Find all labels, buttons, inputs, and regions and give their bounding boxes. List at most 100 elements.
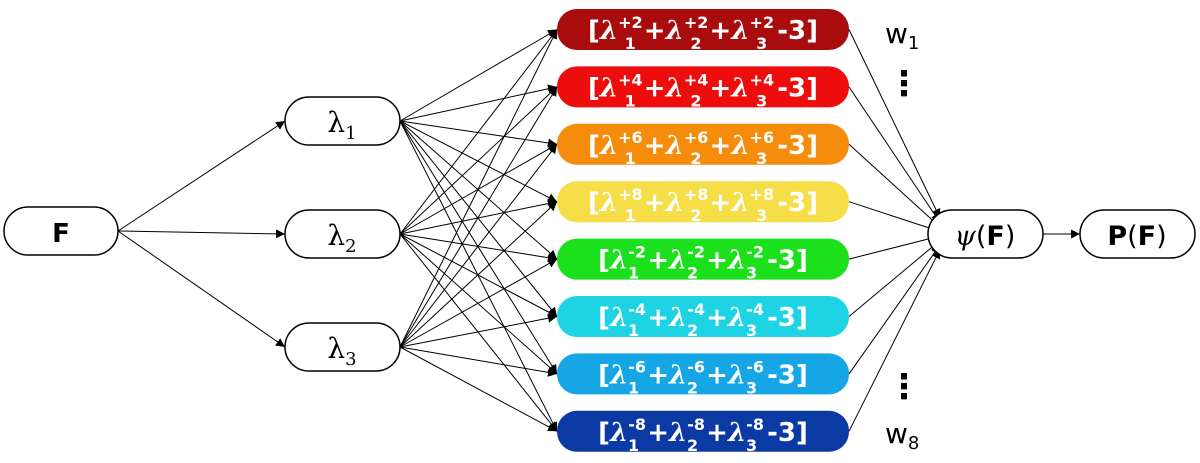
edge-lambda-2-to-term-7 [399,233,558,375]
term-plus: + [647,360,669,390]
edge-lambda-1-to-term-6 [399,120,558,317]
svg-text:λ3: λ3 [327,332,356,370]
term-plus: + [706,418,728,448]
term-open-bracket: [ [588,131,600,161]
term-subscript: 3 [746,321,757,340]
edge-lambda-3-to-term-5 [399,258,558,348]
term-exponent: -8 [628,415,646,434]
edge-lambda-2-to-term-2 [399,86,558,235]
term-subscript: 2 [687,378,698,397]
term-subscript: 3 [746,378,757,397]
weight-dots-top: ⋮ [887,64,921,104]
term-subscript: 1 [628,264,639,283]
term-lambda: λ [730,16,749,46]
edge-lambda-3-to-term-8 [399,346,558,432]
term-exponent: +2 [618,13,643,32]
term-subscript: 2 [690,34,701,53]
edge-lambda-2-to-term-8 [399,233,558,432]
term-subscript: 2 [687,264,698,283]
term-plus: + [647,418,669,448]
term-tail: -3] [777,188,818,218]
term-open-bracket: [ [588,188,600,218]
term-node-1-box [557,9,849,50]
term-open-bracket: [ [598,303,610,333]
term-subscript: 2 [687,436,698,455]
edge-lambda-1-to-term-7 [399,120,558,375]
edge-lambda-3-to-term-7 [399,346,558,377]
term-subscript: 2 [690,206,701,225]
term-lambda: λ [730,131,749,161]
svg-text:w1: w1 [885,17,919,54]
psi-node: ψ(F) [927,209,1044,259]
svg-text:λ2: λ2 [327,219,356,257]
term-lambda: λ [668,360,687,390]
term-lambda: λ [665,188,684,218]
term-tail: -3] [767,246,808,276]
term-node-2-box [557,66,849,108]
lambda-node-1: λ1 [284,96,401,146]
term-subscript: 3 [746,264,757,283]
edge-input-to-lambda-1 [117,120,286,232]
term-exponent: -4 [628,300,646,319]
term-tail: -3] [777,16,818,46]
term-plus: + [647,303,669,333]
term-open-bracket: [ [588,16,600,46]
edge-term-3-to-psi [848,143,941,228]
svg-text:ψ(F): ψ(F) [955,221,1016,252]
term-exponent: +8 [618,185,643,204]
term-open-bracket: [ [588,73,600,103]
output-node: P(F) [1079,209,1196,259]
term-lambda: λ [609,360,628,390]
term-exponent: +6 [684,128,709,147]
output-close: ) [1156,221,1167,252]
term-lambda: λ [665,73,684,103]
term-subscript: 3 [756,34,767,53]
term-lambda: λ [665,131,684,161]
edge-term-5-to-psi [848,233,941,260]
edge-lambda-3-to-term-4 [399,201,558,348]
term-plus: + [644,188,666,218]
lambda-node-2: λ2 [284,209,401,259]
svg-text:w8: w8 [885,417,919,454]
term-lambda: λ [668,246,687,276]
edge-term-8-to-psi [848,249,941,432]
term-subscript: 3 [756,149,767,168]
term-lambda: λ [727,246,746,276]
term-lambda: λ [609,246,628,276]
term-plus: + [644,73,666,103]
edge-lambda-1-to-term-5 [399,120,558,260]
edge-lambda-3-to-term-2 [399,86,558,348]
term-exponent: +4 [618,70,643,89]
edge-lambda-1-to-term-4 [399,120,558,203]
term-open-bracket: [ [598,246,610,276]
term-plus: + [706,246,728,276]
term-subscript: 2 [687,321,698,340]
output-prefix: P [1107,221,1127,252]
weight-last-w: w [885,417,908,450]
term-plus: + [706,303,728,333]
term-lambda: λ [599,73,618,103]
edge-lambda-3-to-term-6 [399,313,558,348]
term-tail: -3] [767,303,808,333]
term-exponent: +2 [750,13,775,32]
term-open-bracket: [ [598,418,610,448]
output-open: ( [1127,221,1138,252]
term-exponent: +8 [684,185,709,204]
term-lambda: λ [599,16,618,46]
term-exponent: +4 [684,70,709,89]
term-subscript: 1 [628,436,639,455]
term-plus: + [706,360,728,390]
term-subscript: 2 [690,149,701,168]
term-lambda: λ [599,188,618,218]
